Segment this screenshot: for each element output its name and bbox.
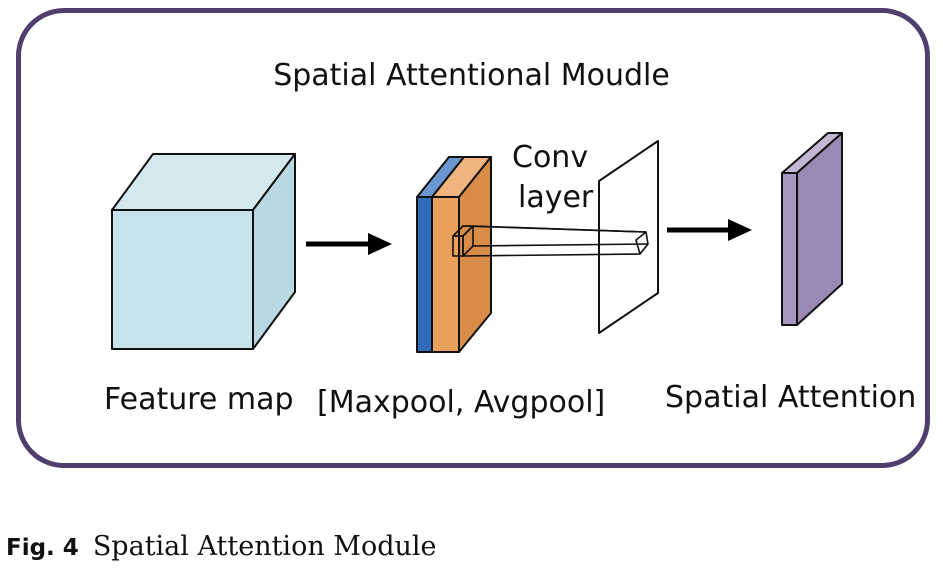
conv-layer-label-line2: layer xyxy=(518,180,594,215)
cube-front-face xyxy=(111,209,254,350)
feature-map-label: Feature map xyxy=(104,382,294,417)
figure-number: Fig. 4 xyxy=(6,535,79,561)
figure-caption-text: Spatial Attention Module xyxy=(92,531,437,562)
feature-map-cube xyxy=(111,153,296,350)
conv-kernel xyxy=(452,225,649,257)
spatial-attention-label: Spatial Attention xyxy=(665,380,917,415)
figure-caption: Fig. 4 Spatial Attention Module xyxy=(6,531,436,562)
module-frame xyxy=(16,8,930,468)
pooled-feature-slices xyxy=(416,156,492,353)
conv-plane xyxy=(598,140,659,334)
arrow-right-icon xyxy=(306,233,392,255)
pooling-label: [Maxpool, Avgpool] xyxy=(317,385,606,420)
maxpool-slice-front xyxy=(416,196,433,353)
spatial-attention-map xyxy=(781,132,843,326)
conv-layer-label-line1: Conv xyxy=(512,140,589,175)
module-title: Spatial Attentional Moudle xyxy=(273,58,670,93)
avgpool-slice-front xyxy=(431,196,460,353)
arrow-right-icon xyxy=(667,219,752,241)
